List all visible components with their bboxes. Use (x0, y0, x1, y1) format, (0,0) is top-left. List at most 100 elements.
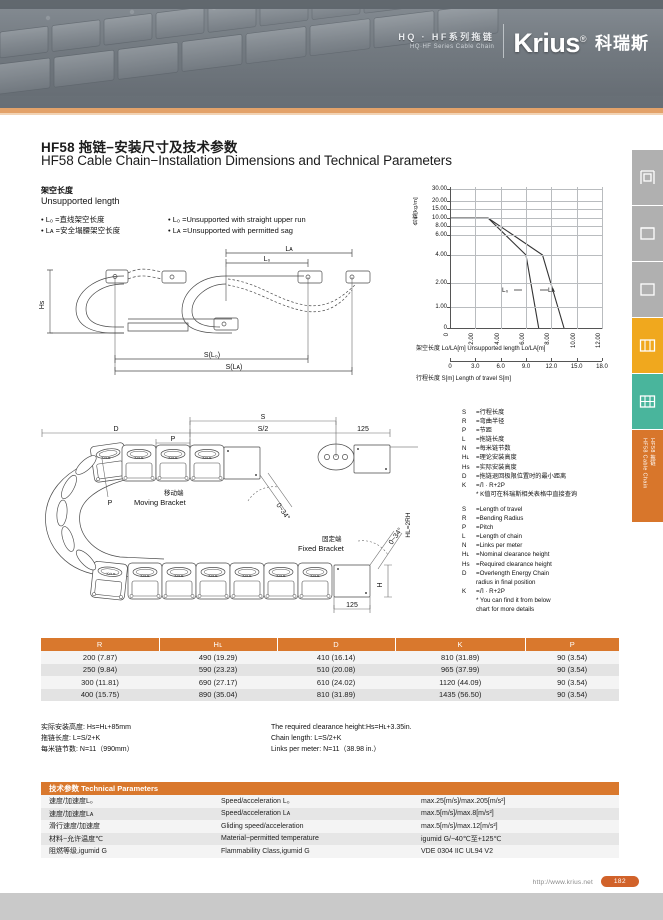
legend-cn-description: =弯曲半径 (476, 418, 505, 426)
table-row: 250 (9.84)590 (23.23)510 (20.08)965 (37.… (41, 663, 619, 676)
dimension-table-body: 200 (7.87)490 (19.29)410 (16.14)810 (31.… (41, 651, 619, 701)
chain-section-icon (639, 226, 656, 241)
angle-b-label: 0~34° (387, 526, 404, 546)
legend-en-symbol: N (462, 542, 467, 550)
legend-cn-symbol: N (462, 445, 467, 453)
dim-hl-label: HL=2RH (405, 512, 412, 537)
chain-link-brand: Krius (101, 455, 110, 460)
dim-s-label: S (261, 414, 266, 421)
chart-ytick-mark (447, 307, 450, 308)
brand-logo: Krius® (513, 26, 586, 57)
legend-cn-description: =拖链长度 (476, 436, 505, 444)
side-tab-4[interactable] (632, 318, 663, 374)
dimension-table-cell: 810 (31.89) (277, 688, 396, 701)
bullet-en-0: • L₀ =Unsupported with straight upper ru… (168, 215, 306, 224)
frame-icon (639, 282, 656, 297)
chart-label-la: Lᴀ (548, 287, 555, 294)
legend-en-row: chart for more details (462, 605, 577, 614)
angle-a-label: 0~34° (274, 502, 291, 522)
brand-block: HQ · HF系列拖链 HQ·HF Series Cable Chain Kri… (398, 24, 649, 58)
unsupported-length-drawing: Hs Lᴀ L₀ S(L₀) S(Lᴀ) (36, 243, 414, 383)
dimension-table-cell: 90 (3.54) (525, 676, 619, 689)
chart-y-axis-label: 负载[kg/m] (413, 197, 419, 226)
side-tab-2[interactable] (632, 206, 663, 262)
footer-url[interactable]: http://www.krius.net (532, 879, 593, 886)
legend-en-row: R=Bending Radius (462, 514, 577, 523)
chart-secondary-tick (500, 358, 502, 361)
unsupported-bullets-en: • L₀ =Unsupported with straight upper ru… (168, 214, 306, 236)
side-tab-3[interactable] (632, 262, 663, 318)
chart-x-axis-label-2: 行程长度 S[m] Length of travel S[m] (416, 376, 512, 382)
dim-p2-label: P (108, 500, 113, 507)
legend-en-description: =Nominal clearance height (476, 551, 550, 559)
chart-secondary-tick (602, 358, 603, 361)
legend-cn-symbol: R (462, 418, 467, 426)
dimension-table-cell: 890 (35.04) (159, 688, 278, 701)
chart-gridline-x (602, 187, 603, 329)
chart-ytick-label: 6.00 (435, 232, 447, 238)
side-tab-1[interactable] (632, 150, 663, 206)
dimension-table-cell: 965 (37.99) (395, 663, 526, 676)
chart-xtick-label: 10.00 (570, 333, 577, 349)
side-tab-5[interactable] (632, 374, 663, 430)
chart-gridline-x (500, 187, 502, 329)
dim-p-label: P (171, 436, 176, 443)
chart-x-axis-label: 架空长度 Lo/LA[m] Unsupported length Lo/LA[m… (416, 346, 546, 352)
chart-ytick-mark (447, 209, 450, 210)
brand-name-cn: 科瑞斯 (595, 33, 649, 53)
chart-secondary-tick-label: 6.0 (496, 364, 505, 370)
chart-xtick-label: 12.00 (596, 333, 602, 349)
dimension-table-cell: 200 (7.87) (41, 651, 160, 664)
legend-en-symbol: D (462, 569, 467, 577)
fixed-bracket-label-cn: 固定端 (322, 534, 342, 543)
legend-cn-description: =理论安装高度 (476, 454, 517, 462)
chain-link-brand: Krius (168, 455, 177, 460)
legend-cn-row: R =弯曲半径 (462, 417, 577, 426)
chart-secondary-tick (576, 358, 578, 361)
unsupported-bullets-cn: • L₀ =直线架空长度 • Lᴀ =安全塌腰架空长度 (41, 214, 120, 236)
legend-cn-symbol (462, 490, 476, 499)
brand-divider (503, 24, 505, 58)
series-title-cn: HQ · HF系列拖链 (398, 31, 495, 42)
chart-secondary-tick (526, 358, 527, 361)
tech-table-cell: Material−permitted temperature (213, 832, 413, 845)
chart-label-lo: L₀ (502, 287, 509, 294)
chart-secondary-tick-label: 12.0 (545, 364, 558, 370)
chain-link-brand: Krius (310, 573, 319, 578)
dimension-table-cell: 1120 (44.09) (395, 676, 526, 689)
dim-h-label: H (377, 582, 384, 587)
tech-table-cell: max.25[m/s]/max.205[m/s²] (413, 795, 619, 808)
tech-table-cell: Speed/acceleration L₀ (213, 795, 413, 808)
bullet-cn-0: • L₀ =直线架空长度 (41, 215, 105, 224)
legend-en-symbol: L (462, 533, 466, 541)
legend-en-symbol (462, 578, 476, 587)
chart-ytick-label: 10.00 (431, 215, 447, 221)
legend-cn-symbol: L (462, 436, 466, 444)
moving-bracket-label-en: Moving Bracket (134, 498, 187, 507)
legend-cn-symbol: P (462, 427, 467, 435)
page-header: HQ · HF系列拖链 HQ·HF Series Cable Chain Kri… (0, 0, 663, 108)
legend-en-row: S=Length of travel (462, 505, 577, 514)
chart-gridline-x (576, 187, 578, 329)
chart-ytick-label: 15.00 (431, 206, 447, 212)
chart-ytick-mark (447, 328, 450, 329)
tech-table-cell: max.5[m/s]/max.12[m/s²] (413, 820, 619, 833)
legend-en-row: Hʟ=Nominal clearance height (462, 550, 577, 559)
dimension-table-cell: 250 (9.84) (41, 663, 160, 676)
active-tab-label-cn: HF58 拖链 (649, 438, 655, 467)
legend-en-symbol: S (462, 505, 467, 513)
chain-link-brand: Krius (276, 573, 285, 578)
legend-cn-description: =每米链节数 (476, 445, 511, 453)
note-line-cn: 拖链长度: L=S/2+K (41, 735, 101, 742)
dimension-table-header: Hʟ (159, 638, 278, 651)
legend-cn-row: S=行程长度 (462, 408, 577, 417)
